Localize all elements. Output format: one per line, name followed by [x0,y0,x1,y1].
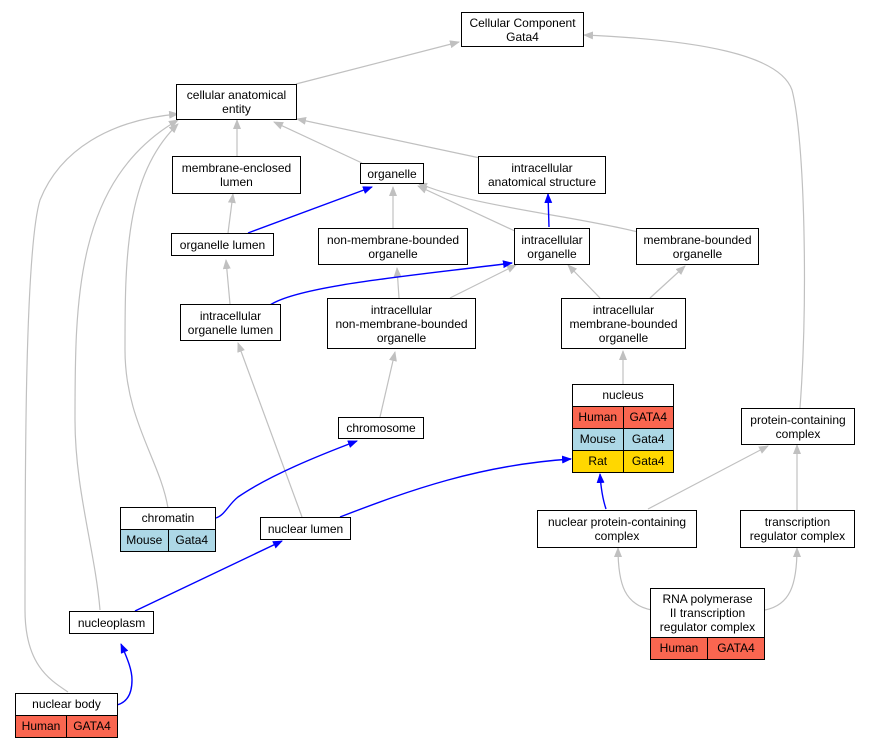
edge-npcc-part-of-nucleus [596,473,607,510]
node-intracellular-anatomical-structure[interactable]: intracellular anatomical structure [478,156,606,194]
node-cellular-anatomical-entity[interactable]: cellular anatomical entity [176,84,297,120]
node-non-membrane-bounded-organelle[interactable]: non-membrane-bounded organelle [318,228,468,265]
edge-chromosome-to-inmbo [379,351,397,418]
node-title: nuclear body [32,697,101,711]
edge-rna-to-trc [764,547,801,611]
gene-label: Gata4 [622,451,674,472]
species-row-mouse: Mouse Gata4 [121,529,215,551]
edge-cae-to-cc [295,40,460,85]
gene-label: GATA4 [707,638,764,659]
species-row-human: Human GATA4 [651,637,764,659]
node-intracellular-organelle[interactable]: intracellular organelle [514,228,590,265]
node-protein-containing-complex[interactable]: protein-containing complex [741,408,855,445]
node-nuclear-protein-containing-complex[interactable]: nuclear protein-containing complex [537,510,697,548]
gene-label: GATA4 [66,716,117,737]
node-chromosome[interactable]: chromosome [338,417,424,439]
species-row-human: Human GATA4 [16,715,117,737]
edge-io-part-of-ias [544,193,553,228]
node-membrane-bounded-organelle[interactable]: membrane-bounded organelle [636,228,759,265]
node-membrane-enclosed-lumen[interactable]: membrane-enclosed lumen [172,156,301,194]
node-title: chromatin [141,511,195,525]
node-title: RNA polymerase II transcription regulato… [659,592,756,634]
edge-pcc-to-cc [583,31,806,409]
edge-npcc-to-pcc [647,445,769,510]
species-label: Human [21,719,61,733]
edge-imbo-to-io [567,264,601,299]
edge-inmbo-to-nmbo [393,267,402,299]
node-cellular-component[interactable]: Cellular Component Gata4 [461,12,584,47]
edge-mbo-to-org [417,182,639,233]
species-label: Mouse [126,533,163,547]
edge-iol-part-of-io [269,260,513,306]
species-row-rat: Rat Gata4 [573,450,673,472]
edge-ias-to-cae [296,116,481,159]
gene-label: GATA4 [622,407,674,428]
edge-rna-to-npcc [614,547,653,611]
edge-nuclear-body-to-cae [24,110,179,693]
node-title: nucleus [602,388,644,402]
edge-nuclear-lumen-to-iol [237,342,303,518]
node-rna-polymerase-ii-transcription-regulator-complex[interactable]: RNA polymerase II transcription regulato… [650,588,765,660]
edge-chromatin-to-cae [124,123,179,509]
node-organelle-lumen[interactable]: organelle lumen [171,233,274,256]
node-transcription-regulator-complex[interactable]: transcription regulator complex [740,510,855,548]
edge-io-to-org [417,185,518,233]
edge-nucleoplasm-part-of-nuclear-lumen [134,540,283,612]
edge-ol-to-mel [227,193,236,234]
edge-chromatin-part-of-chromosome [215,440,358,519]
edge-inmbo-to-io [449,264,517,299]
node-organelle[interactable]: organelle [360,163,424,184]
edge-iol-to-ol [222,259,231,305]
node-nuclear-lumen[interactable]: nuclear lumen [260,517,351,540]
species-label: Rat [588,454,608,468]
edge-ol-part-of-org [247,186,373,234]
edge-nuclear-lumen-part-of-nucleus [339,455,572,518]
node-chromatin[interactable]: chromatin Mouse Gata4 [120,507,216,552]
gene-label: Gata4 [622,429,674,450]
node-nucleoplasm[interactable]: nucleoplasm [69,611,154,634]
species-row-mouse: Mouse Gata4 [573,428,673,450]
node-intracellular-non-membrane-bounded-organelle[interactable]: intracellular non-membrane-bounded organ… [327,298,476,349]
edge-nuclear-body-part-of-nucleoplasm [116,643,133,706]
species-label: Human [659,641,699,655]
species-label: Mouse [579,432,616,446]
edge-nucleoplasm-to-cae [74,119,179,611]
gene-label: Gata4 [167,530,216,551]
species-row-human: Human GATA4 [573,406,673,428]
edge-org-to-cae [273,121,363,164]
node-intracellular-membrane-bounded-organelle[interactable]: intracellular membrane-bounded organelle [561,298,686,349]
node-nuclear-body[interactable]: nuclear body Human GATA4 [15,693,118,738]
edge-imbo-to-mbo [649,265,686,299]
species-label: Human [578,410,618,424]
node-intracellular-organelle-lumen[interactable]: intracellular organelle lumen [180,304,281,341]
